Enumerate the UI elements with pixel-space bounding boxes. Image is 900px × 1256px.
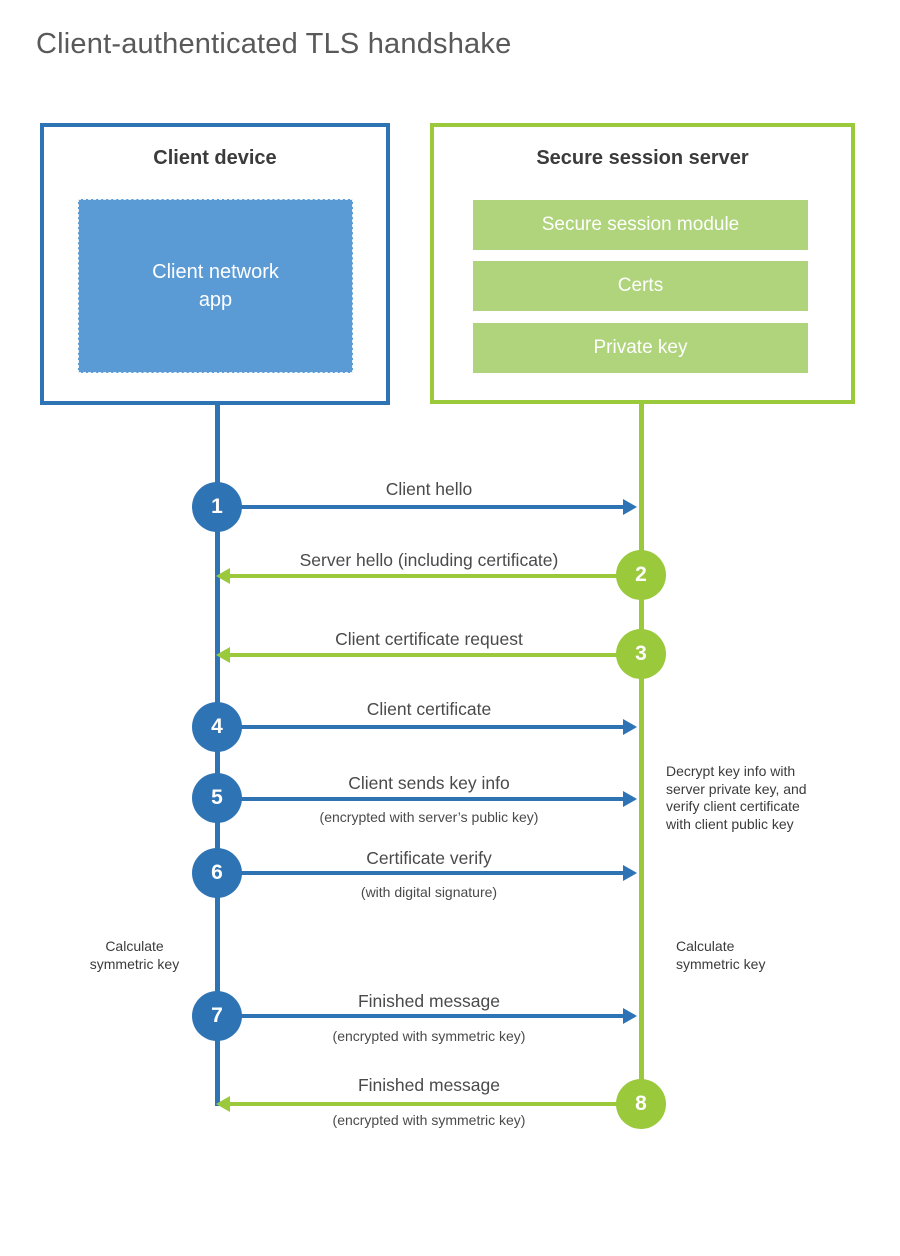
client-device-box: Client device Client network app xyxy=(40,123,390,405)
step-6-badge: 6 xyxy=(192,848,242,898)
step-8-sublabel: (encrypted with symmetric key) xyxy=(332,1112,526,1128)
client-lifeline xyxy=(215,405,220,1106)
note-decrypt-key-info: Decrypt key info with server private key… xyxy=(666,763,807,832)
step-3-label: Client certificate request xyxy=(335,629,523,649)
step-2-badge: 2 xyxy=(616,550,666,600)
step-2-label: Server hello (including certificate) xyxy=(299,550,559,570)
secure-session-server-box: Secure session server Secure session mod… xyxy=(430,123,855,404)
step-7-label: Finished message xyxy=(357,991,501,1011)
server-lifeline xyxy=(639,403,644,1104)
step-3-arrow-left xyxy=(216,647,639,663)
note-calculate-symmetric-key-client: Calculate symmetric key xyxy=(89,938,180,972)
step-7-arrow-right xyxy=(219,1008,637,1024)
server-module-certs: Certs xyxy=(473,261,808,311)
step-6-sublabel: (with digital signature) xyxy=(360,884,498,900)
step-4-label: Client certificate xyxy=(366,699,492,719)
server-module-secure-session: Secure session module xyxy=(473,200,808,250)
client-network-app-box: Client network app xyxy=(78,199,353,373)
step-5-badge: 5 xyxy=(192,773,242,823)
step-2-arrow-left xyxy=(216,568,639,584)
step-1-arrow-right xyxy=(219,499,637,515)
client-device-title: Client device xyxy=(153,147,277,169)
step-1-label: Client hello xyxy=(385,479,473,499)
step-7-sublabel: (encrypted with symmetric key) xyxy=(332,1028,526,1044)
note-calculate-symmetric-key-server: Calculate symmetric key xyxy=(676,938,766,972)
step-7-badge: 7 xyxy=(192,991,242,1041)
step-6-label: Certificate verify xyxy=(366,848,492,868)
step-8-label: Finished message xyxy=(357,1075,501,1095)
secure-session-server-title: Secure session server xyxy=(536,147,749,169)
step-5-label: Client sends key info xyxy=(348,773,510,793)
step-5-sublabel: (encrypted with server’s public key) xyxy=(319,809,539,825)
step-1-badge: 1 xyxy=(192,482,242,532)
step-4-badge: 4 xyxy=(192,702,242,752)
step-3-badge: 3 xyxy=(616,629,666,679)
step-4-arrow-right xyxy=(219,719,637,735)
server-module-private-key: Private key xyxy=(473,323,808,373)
client-network-app-label: Client network app xyxy=(152,261,279,311)
step-6-arrow-right xyxy=(219,865,637,881)
step-8-badge: 8 xyxy=(616,1079,666,1129)
page-title: Client-authenticated TLS handshake xyxy=(36,28,512,60)
step-8-arrow-left xyxy=(216,1096,639,1112)
step-5-arrow-right xyxy=(219,791,637,807)
